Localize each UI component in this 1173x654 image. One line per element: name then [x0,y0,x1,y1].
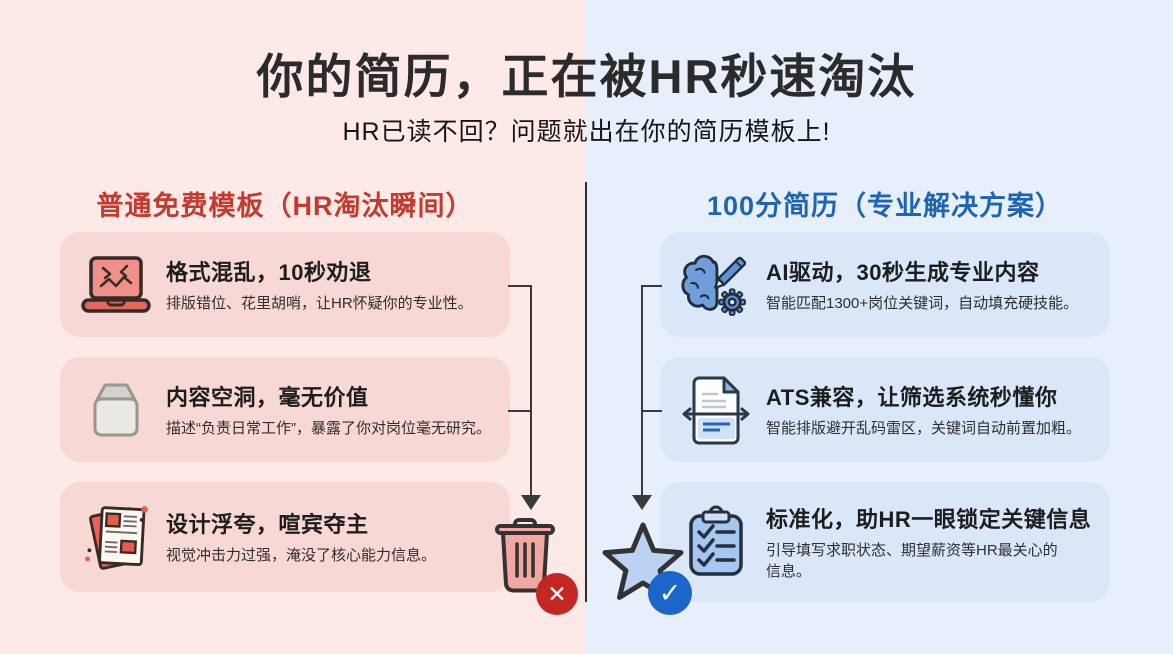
right-down-arrow-icon [632,495,652,510]
check-circle-icon: ✓ [648,571,692,615]
ai-brain-icon [678,247,754,323]
empty-box-icon [78,378,154,442]
problem-card-content: 内容空洞，毫无价值 描述“负责日常工作”，暴露了你对岗位毫无研究。 [60,357,510,462]
right-connector-stub-2 [641,410,662,412]
card-title: AI驱动，30秒生成专业内容 [766,259,1040,285]
card-desc: 智能排版避开乱码雷区，关键词自动前置加粗。 [766,419,1082,437]
solution-card-ats: ATS兼容，让筛选系统秒懂你 智能排版避开乱码雷区，关键词自动前置加粗。 [660,357,1110,462]
right-column-header: 100分简历（专业解决方案） [706,191,1064,221]
broken-laptop-icon [78,253,154,317]
right-column: AI驱动，30秒生成专业内容 智能匹配1300+岗位关键词，自动填充硬技能。 [660,232,1110,602]
x-circle-icon: ✕ [536,573,578,615]
card-desc: 视觉冲击力过强，淹没了核心能力信息。 [166,547,437,565]
card-title: ATS兼容，让筛选系统秒懂你 [766,384,1058,410]
card-title: 内容空洞，毫无价值 [166,384,369,410]
left-column-header: 普通免费模板（HR淘汰瞬间） [96,191,474,221]
card-title: 格式混乱，10秒劝退 [166,259,372,285]
left-down-arrow-icon [521,495,541,510]
solution-card-standard: 标准化，助HR一眼锁定关键信息 引导填写求职状态、期望薪资等HR最关心的信息。 [660,482,1110,602]
left-column: 格式混乱，10秒劝退 排版错位、花里胡哨，让HR怀疑你的专业性。 内容空洞，毫无… [60,232,510,592]
card-desc: 引导填写求职状态、期望薪资等HR最关心的信息。 [766,542,1058,580]
right-connector-stub-1 [641,285,662,287]
card-title: 设计浮夸，喧宾夺主 [166,512,369,538]
ats-scan-icon [678,372,754,448]
center-divider [585,182,587,602]
left-connector-vertical [530,285,532,496]
page-title: 你的简历，正在被HR秒速淘汰 [256,50,917,103]
card-desc: 排版错位、花里胡哨，让HR怀疑你的专业性。 [166,294,473,312]
card-desc: 描述“负责日常工作”，暴露了你对岗位毫无研究。 [166,419,491,437]
solution-card-ai: AI驱动，30秒生成专业内容 智能匹配1300+岗位关键词，自动填充硬技能。 [660,232,1110,337]
left-connector-stub-2 [508,410,532,412]
left-connector-stub-1 [508,285,532,287]
card-desc: 智能匹配1300+岗位关键词，自动填充硬技能。 [766,294,1079,312]
problem-card-design: 设计浮夸，喧宾夺主 视觉冲击力过强，淹没了核心能力信息。 [60,482,510,592]
clipboard-check-icon [678,504,754,580]
flashy-resume-icon [78,499,154,575]
card-title: 标准化，助HR一眼锁定关键信息 [766,507,1092,533]
page-subtitle: HR已读不回？问题就出在你的简历模板上! [342,118,831,146]
right-connector-vertical [641,285,643,496]
problem-card-format: 格式混乱，10秒劝退 排版错位、花里胡哨，让HR怀疑你的专业性。 [60,232,510,337]
